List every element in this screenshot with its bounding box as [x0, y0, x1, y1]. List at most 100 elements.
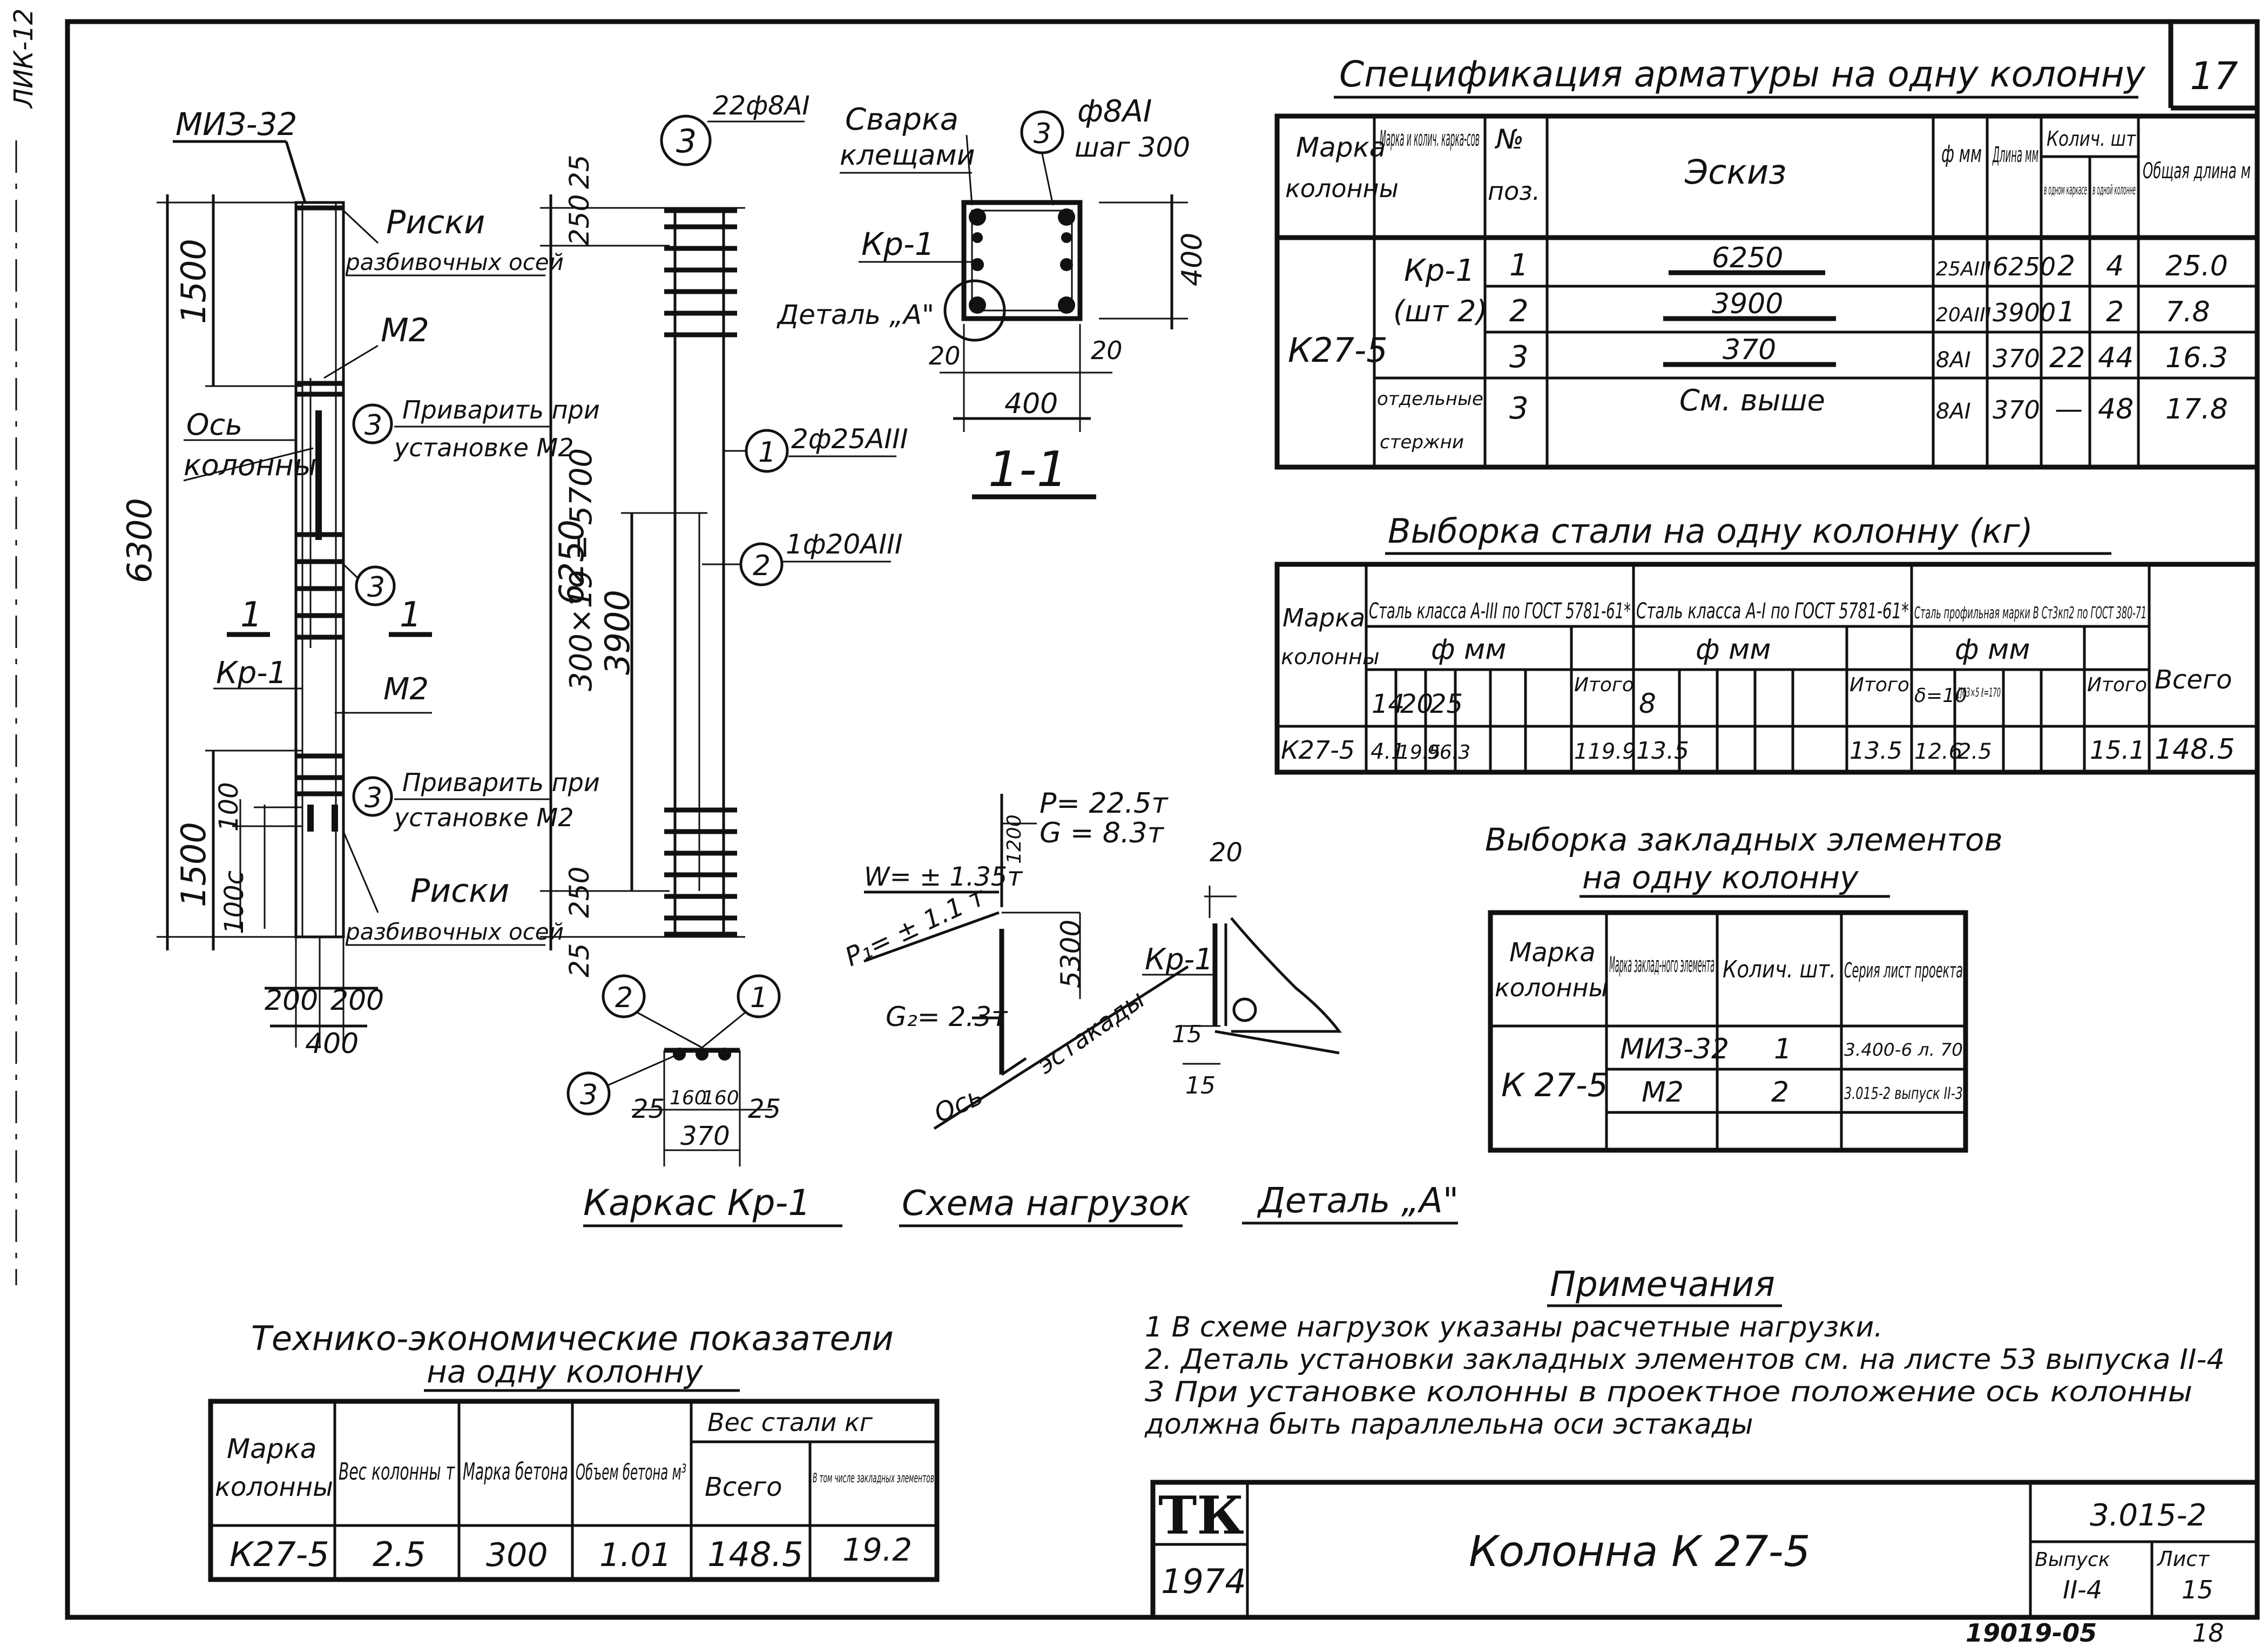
svg-text:7.8: 7.8 [2165, 296, 2210, 328]
m2-label-bottom: М2 [383, 672, 429, 707]
spec-h-karkas: Марка и колич. карка-сов [1380, 126, 1480, 151]
note-3: 3 При установке колонны в проектное поло… [1145, 1376, 2192, 1408]
karkas-bar1-label: 2ф25АIII [791, 423, 908, 455]
riski-sub-bottom: разбивочных осей [345, 919, 564, 945]
detail-dim-15b: 15 [1185, 1072, 1216, 1099]
steel-d14: 14 [1372, 689, 1405, 719]
sect-dim-370: 370 [680, 1121, 730, 1151]
svg-text:К27-5: К27-5 [1281, 735, 1355, 765]
karkas-bar2-label: 1ф20АIII [786, 529, 903, 560]
dim-100c: 100с [219, 870, 249, 934]
section-bar: ф8АI [1077, 94, 1152, 129]
svg-text:370: 370 [1993, 344, 2040, 373]
emb-title: Выборка закладных элементов [1485, 821, 2003, 858]
riski-top: Риски [386, 204, 485, 241]
svg-text:2: 2 [753, 550, 771, 582]
emb-h-marka-1: Марка [1509, 937, 1596, 968]
pos3-bubble-b [355, 565, 396, 606]
tep-h-zakl: В том числе закладных элементов [813, 1470, 934, 1486]
year: 1974 [1161, 1562, 1246, 1601]
tep-h-obem: Объем бетона м³ [576, 1460, 686, 1485]
spec-h-vk: в одном каркасе [2044, 182, 2087, 198]
dim-250-bottom: 250 [564, 867, 595, 918]
load-G: G = 8.3т [1040, 817, 1165, 849]
section-dim-20a: 20 [929, 341, 961, 370]
dim-6300: 6300 [120, 498, 159, 583]
title-block: ТК 1974 Колонна К 27-5 3.015-2 Выпуск II… [1150, 1480, 2260, 1647]
emb-h-ser: Серия лист проекта [1844, 959, 1963, 982]
steel-vsego: Всего [2155, 665, 2232, 695]
steel-d10: δ=10 [1914, 685, 1967, 707]
tk-logo: ТК [1158, 1485, 1244, 1546]
steel-h-phi2: ф мм [1696, 633, 1771, 666]
dim-300x19: 300×19 = 5700 [564, 448, 599, 691]
svg-text:3.400-6 л. 70: 3.400-6 л. 70 [1844, 1040, 1963, 1060]
spec-col: К27-5 [1288, 330, 1388, 370]
spec-title: Спецификация арматуры на одну колонну [1339, 53, 2146, 95]
ustanovke-label-b: установке М2 [393, 803, 574, 832]
svg-text:М2: М2 [1642, 1076, 1684, 1109]
svg-text:20АIII: 20АIII [1936, 304, 1991, 326]
spec-h-vkol: в одной колонне [2092, 182, 2136, 198]
kolonny-label: колонны [184, 448, 316, 482]
inventory-number: 19019-05 [1966, 1618, 2097, 1647]
svg-text:19.2: 19.2 [842, 1531, 912, 1568]
karkas-pos3 [660, 114, 712, 166]
svg-text:25АIII: 25АIII [1936, 258, 1991, 280]
svg-text:2.5: 2.5 [1958, 739, 1992, 764]
spec-karkas-n: (шт 2) [1393, 294, 1488, 328]
svg-text:1: 1 [2057, 296, 2075, 328]
load-P1: P₁= ± 1.1 т [840, 881, 990, 972]
svg-text:—: — [2055, 393, 2083, 426]
section-kp1: Кр-1 [861, 226, 935, 262]
svg-text:3: 3 [367, 571, 385, 604]
ustanovke-label-a: установке М2 [393, 433, 574, 462]
svg-text:1.01: 1.01 [599, 1536, 672, 1574]
tep-h-vsego: Всего [705, 1472, 782, 1502]
svg-text:17.8: 17.8 [2165, 393, 2228, 426]
svg-text:2: 2 [1509, 294, 1529, 329]
section-dim-400-h: 400 [1004, 388, 1058, 420]
steel-h-g2: Сталь класса А-I по ГОСТ 5781-61* [1636, 599, 1909, 624]
svg-text:2: 2 [2057, 250, 2075, 282]
steel-h-phi3: ф мм [1955, 633, 2030, 666]
svg-text:3: 3 [1509, 391, 1529, 426]
list-value: 15 [2182, 1575, 2213, 1604]
note-2: 2. Деталь установки закладных элементов … [1145, 1344, 2225, 1376]
svg-text:К27-5: К27-5 [230, 1535, 329, 1574]
notes-title: Примечания [1550, 1265, 1775, 1305]
tep-row: К27-5 2.5 300 1.01 148.5 19.2 [230, 1531, 912, 1574]
steel-dug: []63×5 ℓ=170 [1958, 686, 2001, 700]
steel-d25: 25 [1430, 689, 1463, 719]
spec-row-1: 1 6250 25АIII 6250 2 4 25.0 [1509, 242, 2228, 283]
loads-title: Схема нагрузок [902, 1184, 1191, 1224]
svg-text:1: 1 [758, 436, 776, 469]
svg-text:3: 3 [1509, 340, 1529, 375]
svg-text:См. выше: См. выше [1679, 383, 1825, 417]
series-code: 3.015-2 [2090, 1498, 2206, 1533]
spec-row-2: 2 3900 20АIII 3900 1 2 7.8 [1509, 288, 2210, 329]
detail-a-circle [943, 279, 1006, 342]
load-W: W= ± 1.35т [864, 862, 1023, 892]
svg-text:8АI: 8АI [1936, 399, 1971, 424]
tep-title2: на одну колонну [427, 1353, 703, 1390]
svg-text:15.1: 15.1 [2090, 735, 2145, 765]
tep-h-marka-1: Марка [227, 1433, 316, 1464]
spec-row-3: 3 370 8АI 370 22 44 16.3 [1509, 334, 2228, 375]
svg-text:1: 1 [1774, 1033, 1792, 1065]
steel-d8: 8 [1639, 688, 1656, 719]
emb-h-el: Марка заклад-ного элемента [1609, 953, 1714, 977]
svg-text:3: 3 [1034, 118, 1051, 150]
list-label: Лист [2156, 1547, 2210, 1571]
dim-3900: 3900 [598, 590, 637, 675]
svg-text:8АI: 8АI [1936, 348, 1971, 373]
svg-text:148.5: 148.5 [707, 1535, 804, 1574]
section-mark-right: 1 [400, 595, 422, 635]
sect-dim-25a: 25 [632, 1094, 665, 1124]
emb-col: К 27-5 [1501, 1066, 1608, 1104]
emb-row-1: МИЗ-32 1 3.400-6 л. 70 [1620, 1033, 1963, 1065]
sheet-title: Колонна К 27-5 [1469, 1528, 1810, 1576]
detail-dim-15a: 15 [1172, 1021, 1202, 1048]
page-number: 18 [2192, 1618, 2224, 1647]
sect-pos3 [566, 1071, 611, 1116]
